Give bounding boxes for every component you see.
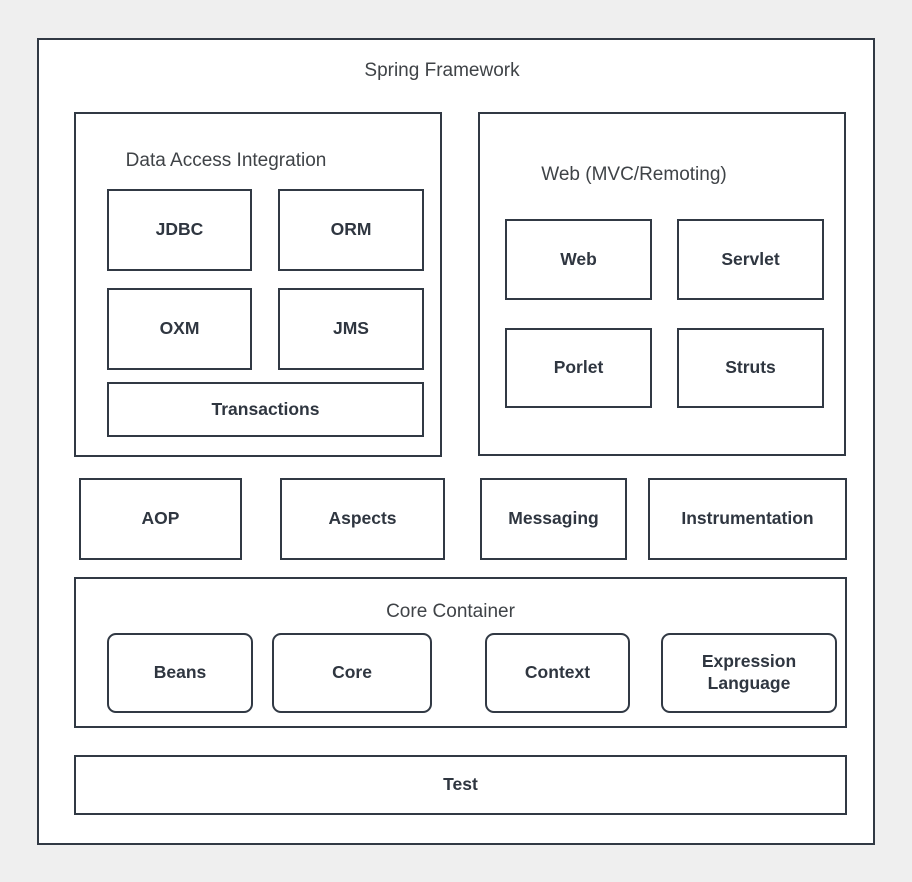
module-label: Instrumentation bbox=[681, 508, 814, 529]
module-label: Aspects bbox=[328, 508, 397, 529]
module-box-struts: Struts bbox=[677, 328, 824, 408]
module-label: Context bbox=[524, 662, 591, 683]
module-label: OXM bbox=[159, 318, 200, 339]
module-box-beans: Beans bbox=[107, 633, 253, 713]
module-label: Test bbox=[443, 774, 478, 795]
module-box-porlet: Porlet bbox=[505, 328, 652, 408]
section-data-access-integration: Data Access Integration JDBC ORM OXM JMS… bbox=[74, 112, 442, 457]
module-box-jdbc: JDBC bbox=[107, 189, 252, 271]
module-label: AOP bbox=[141, 508, 180, 529]
module-label: Expression Language bbox=[701, 651, 797, 693]
module-label: Servlet bbox=[721, 248, 780, 269]
module-box-context: Context bbox=[485, 633, 630, 713]
section-title-data-access: Data Access Integration bbox=[125, 150, 327, 171]
module-box-core: Core bbox=[272, 633, 432, 713]
module-box-test: Test bbox=[74, 755, 847, 815]
module-label: JMS bbox=[333, 318, 369, 339]
module-label: Messaging bbox=[508, 508, 599, 529]
module-box-aspects: Aspects bbox=[280, 478, 445, 560]
module-label: JDBC bbox=[155, 219, 204, 240]
section-web-mvc-remoting: Web (MVC/Remoting) Web Servlet Porlet St… bbox=[478, 112, 846, 456]
module-label: Struts bbox=[725, 357, 776, 378]
module-box-servlet: Servlet bbox=[677, 219, 824, 300]
section-title-core-container: Core Container bbox=[386, 601, 515, 622]
module-label: ORM bbox=[330, 219, 372, 240]
module-label: Beans bbox=[153, 662, 207, 683]
section-title-web: Web (MVC/Remoting) bbox=[541, 164, 727, 185]
module-label: Web bbox=[560, 248, 597, 269]
module-box-aop: AOP bbox=[79, 478, 242, 560]
module-label: Porlet bbox=[553, 357, 604, 378]
module-box-instrumentation: Instrumentation bbox=[648, 478, 847, 560]
module-box-web: Web bbox=[505, 219, 652, 300]
module-box-oxm: OXM bbox=[107, 288, 252, 370]
module-box-messaging: Messaging bbox=[480, 478, 627, 560]
module-box-expression-language: Expression Language bbox=[661, 633, 837, 713]
module-box-jms: JMS bbox=[278, 288, 424, 370]
section-core-container: Core Container Beans Core Context Expres… bbox=[74, 577, 847, 728]
module-label: Transactions bbox=[211, 398, 320, 419]
module-box-orm: ORM bbox=[278, 189, 424, 271]
spring-framework-frame: Spring Framework Data Access Integration… bbox=[37, 38, 875, 845]
module-label: Core bbox=[332, 662, 372, 683]
diagram-title: Spring Framework bbox=[364, 60, 520, 81]
module-box-transactions: Transactions bbox=[107, 382, 424, 437]
